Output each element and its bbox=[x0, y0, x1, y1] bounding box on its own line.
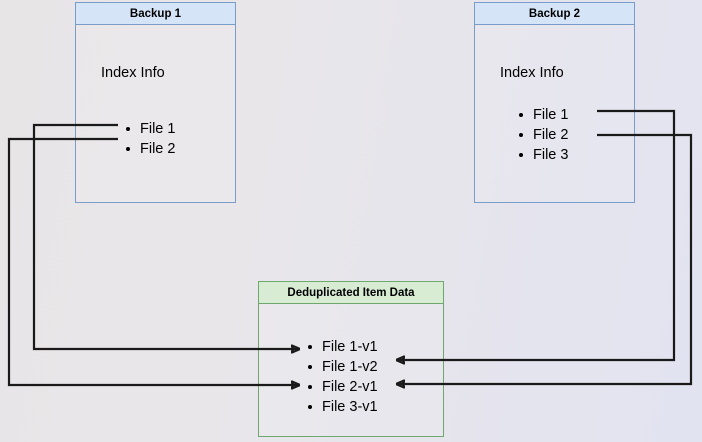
backup1-box: Backup 1 Index Info File 1 File 2 bbox=[75, 2, 236, 203]
dedup-item[interactable]: File 2-v1 bbox=[306, 377, 378, 397]
dedup-title: Deduplicated Item Data bbox=[259, 282, 443, 304]
backup2-file-list: File 1 File 2 File 3 bbox=[517, 105, 568, 165]
backup2-index-info-label: Index Info bbox=[500, 65, 564, 81]
backup1-title: Backup 1 bbox=[76, 3, 235, 25]
backup1-file-list: File 1 File 2 bbox=[124, 119, 175, 159]
dedup-item[interactable]: File 1-v1 bbox=[306, 337, 378, 357]
backup2-file-item[interactable]: File 3 bbox=[517, 145, 568, 165]
backup1-file-item[interactable]: File 2 bbox=[124, 139, 175, 159]
dedup-item[interactable]: File 3-v1 bbox=[306, 397, 378, 417]
backup2-title: Backup 2 bbox=[475, 3, 634, 25]
backup2-file-item[interactable]: File 1 bbox=[517, 105, 568, 125]
backup1-file-item[interactable]: File 1 bbox=[124, 119, 175, 139]
backup2-file-item[interactable]: File 2 bbox=[517, 125, 568, 145]
backup2-box: Backup 2 Index Info File 1 File 2 File 3 bbox=[474, 2, 635, 203]
dedup-item-list: File 1-v1 File 1-v2 File 2-v1 File 3-v1 bbox=[306, 337, 378, 417]
deduplicated-item-data-box: Deduplicated Item Data File 1-v1 File 1-… bbox=[258, 281, 444, 437]
backup2-body: Index Info File 1 File 2 File 3 bbox=[475, 25, 634, 202]
dedup-body: File 1-v1 File 1-v2 File 2-v1 File 3-v1 bbox=[259, 304, 443, 436]
backup1-body: Index Info File 1 File 2 bbox=[76, 25, 235, 202]
dedup-item[interactable]: File 1-v2 bbox=[306, 357, 378, 377]
backup1-index-info-label: Index Info bbox=[101, 65, 165, 81]
